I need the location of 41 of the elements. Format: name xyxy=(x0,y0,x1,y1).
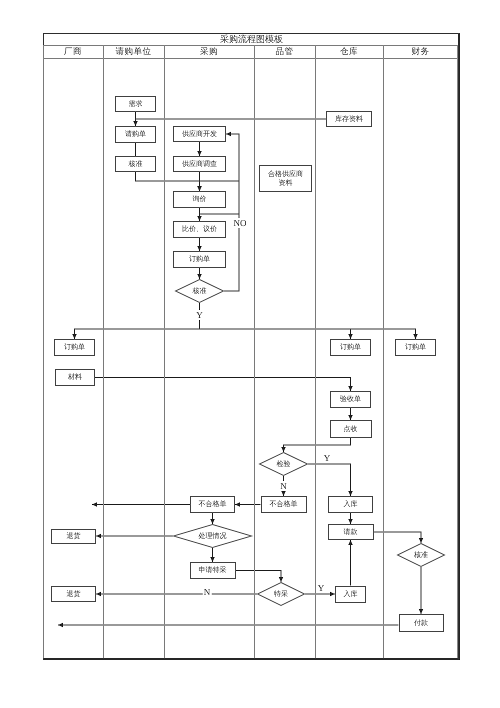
connector-line xyxy=(135,142,136,156)
arrow xyxy=(94,377,353,392)
edge-label: N xyxy=(279,481,288,491)
arrow xyxy=(133,118,326,126)
swimlane xyxy=(43,45,103,658)
diagram-title: 采购流程图模板 xyxy=(220,33,283,45)
arrow xyxy=(235,570,284,582)
arrow xyxy=(96,534,174,538)
edge-label: N xyxy=(202,587,212,597)
arrow xyxy=(197,238,202,252)
arrow xyxy=(304,592,336,596)
edge-label: NO xyxy=(232,218,248,228)
arrow xyxy=(58,622,399,628)
arrow xyxy=(210,548,215,562)
swimlane xyxy=(254,45,315,658)
swimlane xyxy=(103,45,164,658)
arrow xyxy=(197,142,202,156)
lane-header: 品管 xyxy=(254,45,315,59)
arrow xyxy=(348,408,353,420)
arrow xyxy=(92,502,190,507)
arrow xyxy=(348,540,353,586)
swimlane xyxy=(164,45,254,658)
arrow xyxy=(234,502,261,507)
arrow xyxy=(197,268,202,280)
swimlane xyxy=(315,45,383,658)
edge-label: Y xyxy=(195,310,204,320)
lane-header: 请购单位 xyxy=(103,45,164,59)
edge-label: Y xyxy=(316,582,326,592)
swimlane xyxy=(383,45,458,658)
arrow xyxy=(373,532,424,544)
lane-header: 采购 xyxy=(164,45,254,59)
arrow xyxy=(210,512,215,524)
edge-label: Y xyxy=(322,452,332,462)
lane-header: 财务 xyxy=(383,45,458,59)
arrow xyxy=(96,592,258,596)
arrow xyxy=(281,438,351,452)
arrow xyxy=(348,512,353,524)
arrow xyxy=(418,566,424,614)
lane-header: 仓库 xyxy=(315,45,383,59)
lane-header: 厂商 xyxy=(43,45,103,59)
arrow xyxy=(308,464,353,496)
